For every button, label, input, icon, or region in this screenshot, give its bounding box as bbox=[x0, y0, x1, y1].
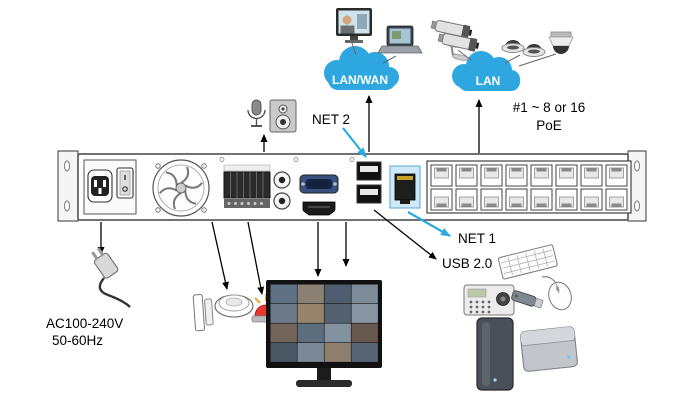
alarm-terminal-block bbox=[223, 164, 271, 208]
usb-flash-icon bbox=[511, 290, 544, 309]
poe-port bbox=[580, 164, 603, 187]
net2-label: NET 2 bbox=[312, 112, 350, 127]
poe-label-line2: PoE bbox=[536, 118, 562, 133]
device-links bbox=[351, 42, 557, 67]
cctv-tile bbox=[270, 323, 297, 343]
cctv-tile bbox=[324, 343, 351, 362]
usb-port-1 bbox=[356, 161, 382, 181]
poe-port bbox=[455, 188, 478, 211]
poe-port bbox=[530, 188, 553, 211]
net1-label: NET 1 bbox=[458, 231, 496, 246]
cctv-tile bbox=[351, 343, 378, 362]
poe-port bbox=[430, 164, 453, 187]
smoke-detector-icon bbox=[214, 294, 254, 318]
poe-ports bbox=[430, 164, 628, 211]
cctv-tile bbox=[351, 284, 378, 304]
poe-port-block bbox=[426, 160, 632, 214]
external-hdd-icon-1 bbox=[476, 317, 514, 391]
cctv-tile bbox=[297, 284, 324, 304]
arrow-net2 bbox=[342, 127, 367, 158]
poe-port bbox=[555, 188, 578, 211]
poe-port bbox=[505, 164, 528, 187]
vga-port bbox=[299, 174, 339, 194]
ptz-camera-icon bbox=[548, 31, 574, 54]
cctv-tile bbox=[324, 284, 351, 304]
audio-out-jack bbox=[273, 192, 291, 210]
audio-in-jack bbox=[273, 171, 291, 189]
poe-port bbox=[555, 164, 578, 187]
usb-port-2 bbox=[356, 184, 382, 204]
poe-port bbox=[480, 164, 503, 187]
cctv-multiview-screen bbox=[270, 284, 378, 362]
microphone-icon bbox=[247, 99, 266, 127]
cctv-tile bbox=[297, 323, 324, 343]
net1-port bbox=[389, 165, 421, 209]
cctv-tile bbox=[270, 284, 297, 304]
keyboard-icon bbox=[497, 244, 558, 280]
pc-monitor-icon bbox=[336, 8, 372, 43]
lan-wan-cloud: LAN/WAN bbox=[324, 46, 399, 90]
speaker-icon bbox=[269, 99, 297, 133]
poe-port bbox=[605, 164, 628, 187]
cctv-tile bbox=[324, 304, 351, 323]
cctv-tile bbox=[297, 343, 324, 362]
poe-port bbox=[430, 188, 453, 211]
poe-port bbox=[480, 188, 503, 211]
poe-port bbox=[505, 188, 528, 211]
ac-label-line1: AC100-240V bbox=[46, 316, 123, 331]
lan-wan-label: LAN/WAN bbox=[332, 73, 388, 87]
cctv-tile bbox=[270, 304, 297, 323]
cctv-tile bbox=[351, 304, 378, 323]
laptop-icon bbox=[377, 25, 423, 54]
nvr-rear-panel bbox=[57, 150, 647, 222]
mouse-icon bbox=[541, 276, 572, 311]
dome-camera-icon-2 bbox=[522, 43, 546, 57]
power-switch bbox=[116, 167, 134, 199]
surveillance-monitor-icon bbox=[266, 280, 382, 387]
ac-label-line2: 50-60Hz bbox=[52, 333, 103, 348]
external-hdd-icon-2 bbox=[519, 326, 578, 372]
arrow-usb-devices bbox=[373, 209, 437, 260]
joystick-controller-icon bbox=[463, 284, 515, 316]
arrow-door-sensor bbox=[211, 221, 229, 290]
usb-label: USB 2.0 bbox=[442, 256, 492, 271]
dome-camera-icon-1 bbox=[501, 39, 525, 53]
poe-port bbox=[605, 188, 628, 211]
lan-label: LAN bbox=[476, 74, 501, 88]
poe-port bbox=[580, 188, 603, 211]
cooling-fan-icon bbox=[152, 159, 210, 217]
lan-cloud: LAN bbox=[452, 51, 520, 91]
cctv-tile bbox=[270, 343, 297, 362]
power-plug-icon bbox=[91, 247, 131, 308]
cctv-tile bbox=[297, 304, 324, 323]
door-contact-icon bbox=[192, 294, 214, 332]
poe-label-line1: #1 ~ 8 or 16 bbox=[513, 100, 585, 115]
poe-port bbox=[530, 164, 553, 187]
hdmi-port bbox=[302, 201, 336, 216]
poe-port bbox=[455, 164, 478, 187]
arrow-net1 bbox=[407, 211, 451, 237]
arrow-alarm bbox=[247, 221, 265, 295]
cctv-tile bbox=[324, 323, 351, 343]
cctv-tile bbox=[351, 323, 378, 343]
